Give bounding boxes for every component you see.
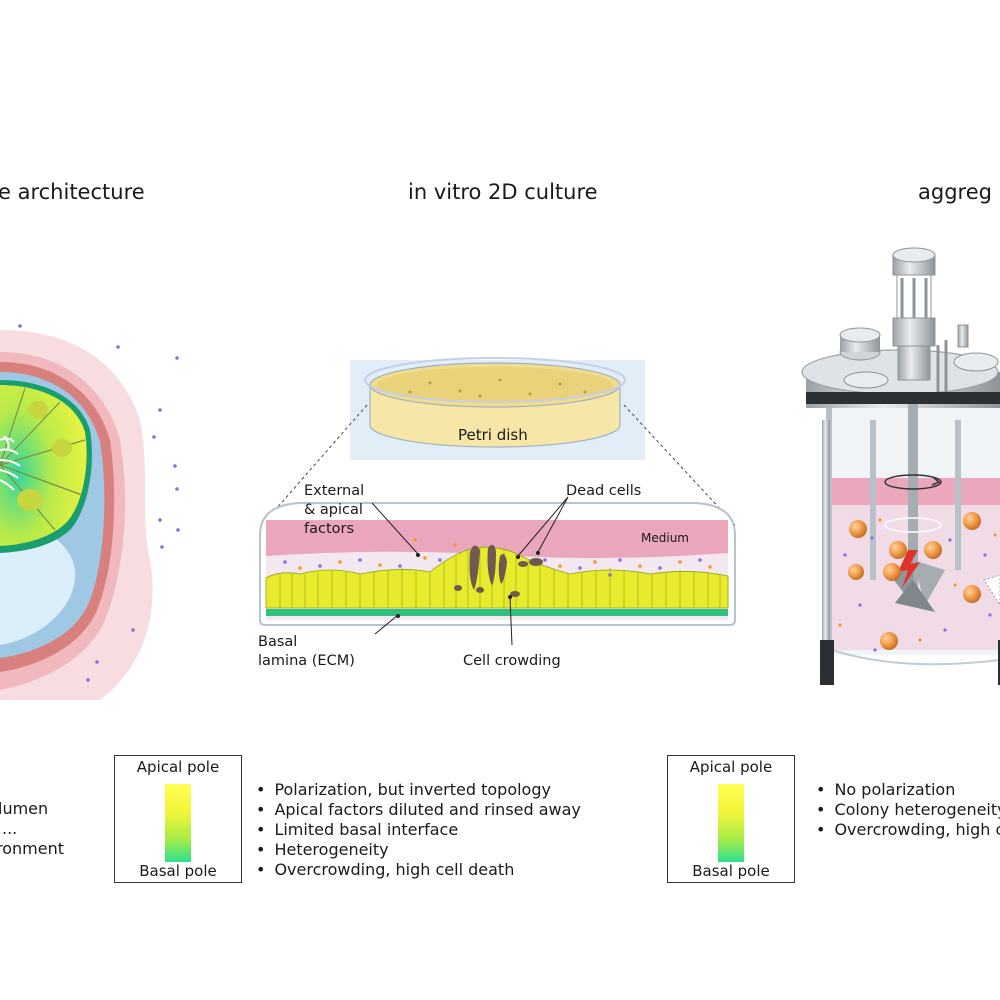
label-lamina-ecm: lamina (ECM)	[258, 653, 355, 669]
petri-dish-icon	[350, 357, 645, 460]
cell-aggregates	[848, 512, 981, 650]
petri-dish-label: Petri dish	[458, 426, 528, 444]
polarity-legend-middle: Apical pole Basal pole	[114, 755, 242, 883]
label-factors: factors	[304, 521, 355, 537]
legend-basal-pole: Basal pole	[692, 862, 770, 880]
legend-apical-pole: Apical pole	[689, 758, 773, 776]
list-item: Overcrowding, high c	[816, 820, 1000, 840]
label-dead-cells: Dead cells	[566, 483, 642, 499]
title-tissue-architecture: e architecture	[0, 180, 145, 204]
legend-apical-pole: Apical pole	[136, 758, 220, 776]
middle-bullet-list: Polarization, but inverted topology Apic…	[256, 780, 581, 880]
list-item: Apical factors diluted and rinsed away	[256, 800, 580, 820]
left-bullet-1: lumen	[0, 799, 49, 818]
list-item: Heterogeneity	[256, 840, 581, 860]
dish-cross-section	[259, 496, 736, 646]
left-bullet-2: ...	[2, 819, 18, 838]
polarity-gradient-bar	[718, 784, 744, 862]
zoom-lines	[261, 404, 736, 526]
list-item: Limited basal interface	[256, 820, 581, 840]
list-item: Polarization, but inverted topology	[256, 780, 581, 800]
title-aggregate: aggreg	[918, 180, 992, 204]
list-item: Colony heterogeneity	[816, 800, 1000, 820]
lightning-icon	[898, 550, 920, 588]
dead-cells-group	[454, 544, 543, 597]
title-2d-culture: in vitro 2D culture	[408, 180, 598, 204]
label-external: External	[304, 483, 365, 499]
polarity-legend-right: Apical pole Basal pole	[667, 755, 795, 883]
label-apical: & apical	[304, 502, 363, 518]
label-medium: Medium	[641, 531, 689, 545]
right-bullet-list: No polarization Colony heterogeneity Ove…	[816, 780, 1000, 840]
label-cell-crowding: Cell crowding	[463, 653, 561, 669]
polarity-gradient-bar	[165, 784, 191, 862]
left-bullet-3: ronment	[0, 839, 64, 858]
bioreactor-icon	[801, 247, 1000, 685]
organ-cross-section-icon	[0, 324, 180, 700]
legend-basal-pole: Basal pole	[139, 862, 217, 880]
list-item: No polarization	[816, 780, 1000, 800]
list-item: Overcrowding, high cell death	[256, 860, 581, 880]
label-basal: Basal	[258, 634, 298, 650]
rotation-arrow-icon	[884, 474, 942, 533]
